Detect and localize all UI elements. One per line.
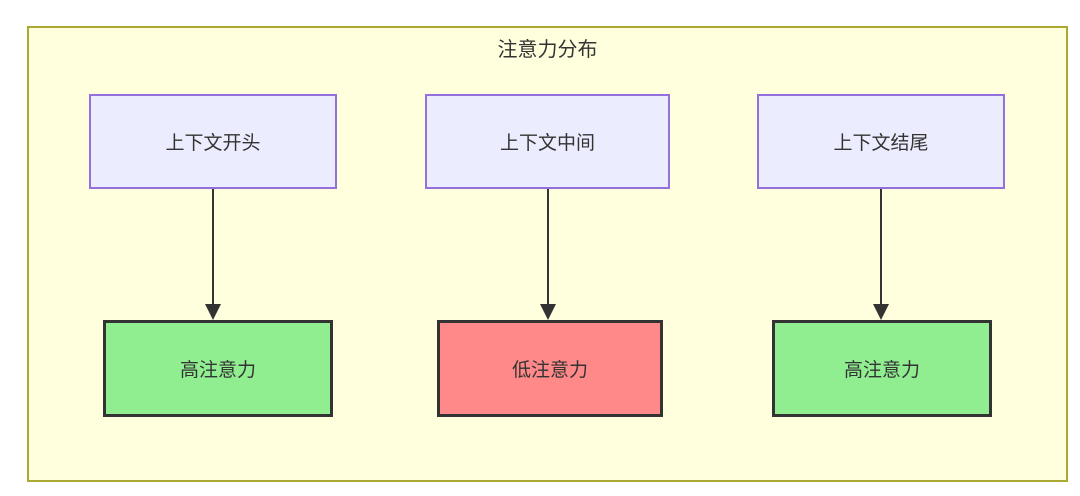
arrow-down-icon: [540, 189, 556, 320]
attention-distribution-container: 注意力分布 上下文开头 高注意力 上下文中间 低注意力: [27, 26, 1068, 482]
arrow-down-icon: [873, 189, 889, 320]
node-label: 高注意力: [179, 360, 256, 381]
node-label: 上下文开头: [165, 133, 261, 154]
node-label: 上下文结尾: [833, 133, 929, 154]
node-low-attention: 低注意力: [437, 320, 663, 417]
edge-arrow: [538, 189, 558, 320]
node-context-middle: 上下文中间: [425, 94, 670, 189]
diagram-title: 注意力分布: [497, 39, 598, 61]
node-context-end: 上下文结尾: [757, 94, 1005, 189]
node-high-attention-1: 高注意力: [103, 320, 333, 417]
node-context-start: 上下文开头: [89, 94, 337, 189]
node-label: 高注意力: [843, 360, 920, 381]
edge-arrow: [203, 189, 223, 320]
edge-arrow: [871, 189, 891, 320]
arrow-down-icon: [205, 189, 221, 320]
node-high-attention-2: 高注意力: [772, 320, 992, 417]
node-label: 上下文中间: [499, 133, 595, 154]
node-label: 低注意力: [511, 360, 588, 381]
